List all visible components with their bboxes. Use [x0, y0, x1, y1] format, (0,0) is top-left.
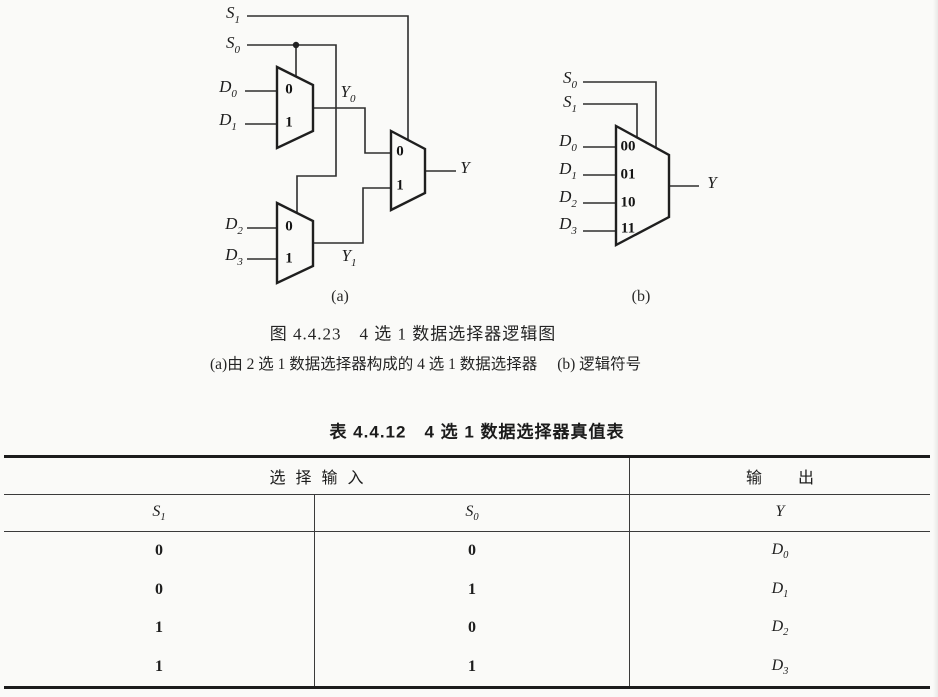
label-a-s1: S1 — [226, 3, 240, 26]
cell-y: D0 — [771, 541, 789, 562]
column-header-y: Y — [775, 503, 785, 520]
table-row: 0 1 D1 — [4, 570, 930, 609]
figure-caption: 图 4.4.23 4 选 1 数据选择器逻辑图 — [269, 324, 557, 344]
cell-s0: 0 — [315, 532, 630, 571]
column-header-s0: S0 — [315, 495, 630, 531]
wire-b-s0 — [583, 81, 657, 148]
mux2-port-0: 0 — [285, 218, 293, 235]
wire-y1 — [313, 187, 391, 244]
label-b-d1: D1 — [559, 159, 577, 182]
page-edge-shadow — [933, 0, 938, 697]
label-a-y0: Y0 — [340, 82, 356, 105]
cell-y: D2 — [771, 618, 789, 639]
cell-s1: 1 — [4, 609, 315, 648]
wire-y0 — [313, 107, 391, 154]
mux4-port-11: 11 — [620, 220, 636, 237]
mux3-port-1: 1 — [396, 177, 404, 194]
wire-b-s1 — [583, 103, 638, 137]
multiplexer-logic-diagram — [245, 15, 699, 285]
panel-label-b: (b) — [631, 288, 651, 305]
label-b-d0: D0 — [559, 131, 577, 154]
mux3-port-0: 0 — [396, 143, 404, 160]
table-column-header-row: S1 S0 Y — [4, 495, 930, 531]
table-rule — [4, 494, 930, 495]
cell-y: D3 — [771, 656, 789, 677]
table-rule — [4, 531, 930, 532]
junction-dot — [292, 41, 300, 49]
cell-s0: 0 — [315, 609, 630, 648]
label-b-s1: S1 — [563, 92, 577, 115]
table-row: 1 0 D2 — [4, 609, 930, 648]
wire-s1 — [247, 15, 409, 140]
label-b-y: Y — [707, 173, 717, 192]
subcaption-a: (a)由 2 选 1 数据选择器构成的 4 选 1 数据选择器 — [210, 356, 538, 373]
label-b-s0: S0 — [563, 68, 577, 91]
cell-s1: 1 — [4, 647, 315, 686]
label-a-y: Y — [460, 158, 470, 177]
mux2-port-1: 1 — [285, 250, 293, 267]
cell-s0: 1 — [315, 570, 630, 609]
table-bottom-border — [4, 686, 930, 689]
label-a-d0: D0 — [219, 77, 237, 100]
group-header-select-inputs: 选择输入 — [4, 458, 630, 494]
cell-s0: 1 — [315, 647, 630, 686]
table-row: 1 1 D3 — [4, 647, 930, 686]
mux1-port-1: 1 — [285, 114, 293, 131]
mux-2to1-lower — [275, 201, 315, 285]
table-title: 表 4.4.12 4 选 1 数据选择器真值表 — [329, 422, 625, 442]
group-header-output: 输 出 — [745, 470, 824, 487]
cell-s1: 0 — [4, 532, 315, 571]
table-row: 0 0 D0 — [4, 532, 930, 571]
truth-table: 选择输入 输 出 S1 S0 Y 0 0 D0 0 1 D1 1 0 D2 1 … — [4, 455, 930, 689]
label-a-d1: D1 — [219, 110, 237, 133]
mux1-port-0: 0 — [285, 81, 293, 98]
mux4-port-00: 00 — [620, 138, 636, 155]
mux-4to1-symbol — [614, 123, 671, 247]
label-b-d2: D2 — [559, 187, 577, 210]
figure-subcaption: (a)由 2 选 1 数据选择器构成的 4 选 1 数据选择器 (b) 逻辑符号 — [210, 352, 641, 374]
wire-s0 — [247, 44, 337, 212]
label-b-d3: D3 — [559, 214, 577, 237]
mux-2to1-upper — [275, 65, 315, 150]
cell-y: D1 — [771, 579, 789, 600]
table-group-header-row: 选择输入 输 出 — [4, 458, 930, 494]
label-a-s0: S0 — [226, 33, 240, 56]
mux4-port-01: 01 — [620, 166, 636, 183]
panel-label-a: (a) — [331, 288, 349, 305]
mux-2to1-output — [389, 129, 427, 212]
mux4-port-10: 10 — [620, 194, 636, 211]
label-a-d2: D2 — [225, 214, 243, 237]
column-header-s1: S1 — [4, 495, 315, 531]
cell-s1: 0 — [4, 570, 315, 609]
label-a-y1: Y1 — [341, 246, 357, 269]
table-top-border — [4, 455, 930, 458]
label-a-d3: D3 — [225, 245, 243, 268]
subcaption-b: (b) 逻辑符号 — [557, 356, 642, 373]
